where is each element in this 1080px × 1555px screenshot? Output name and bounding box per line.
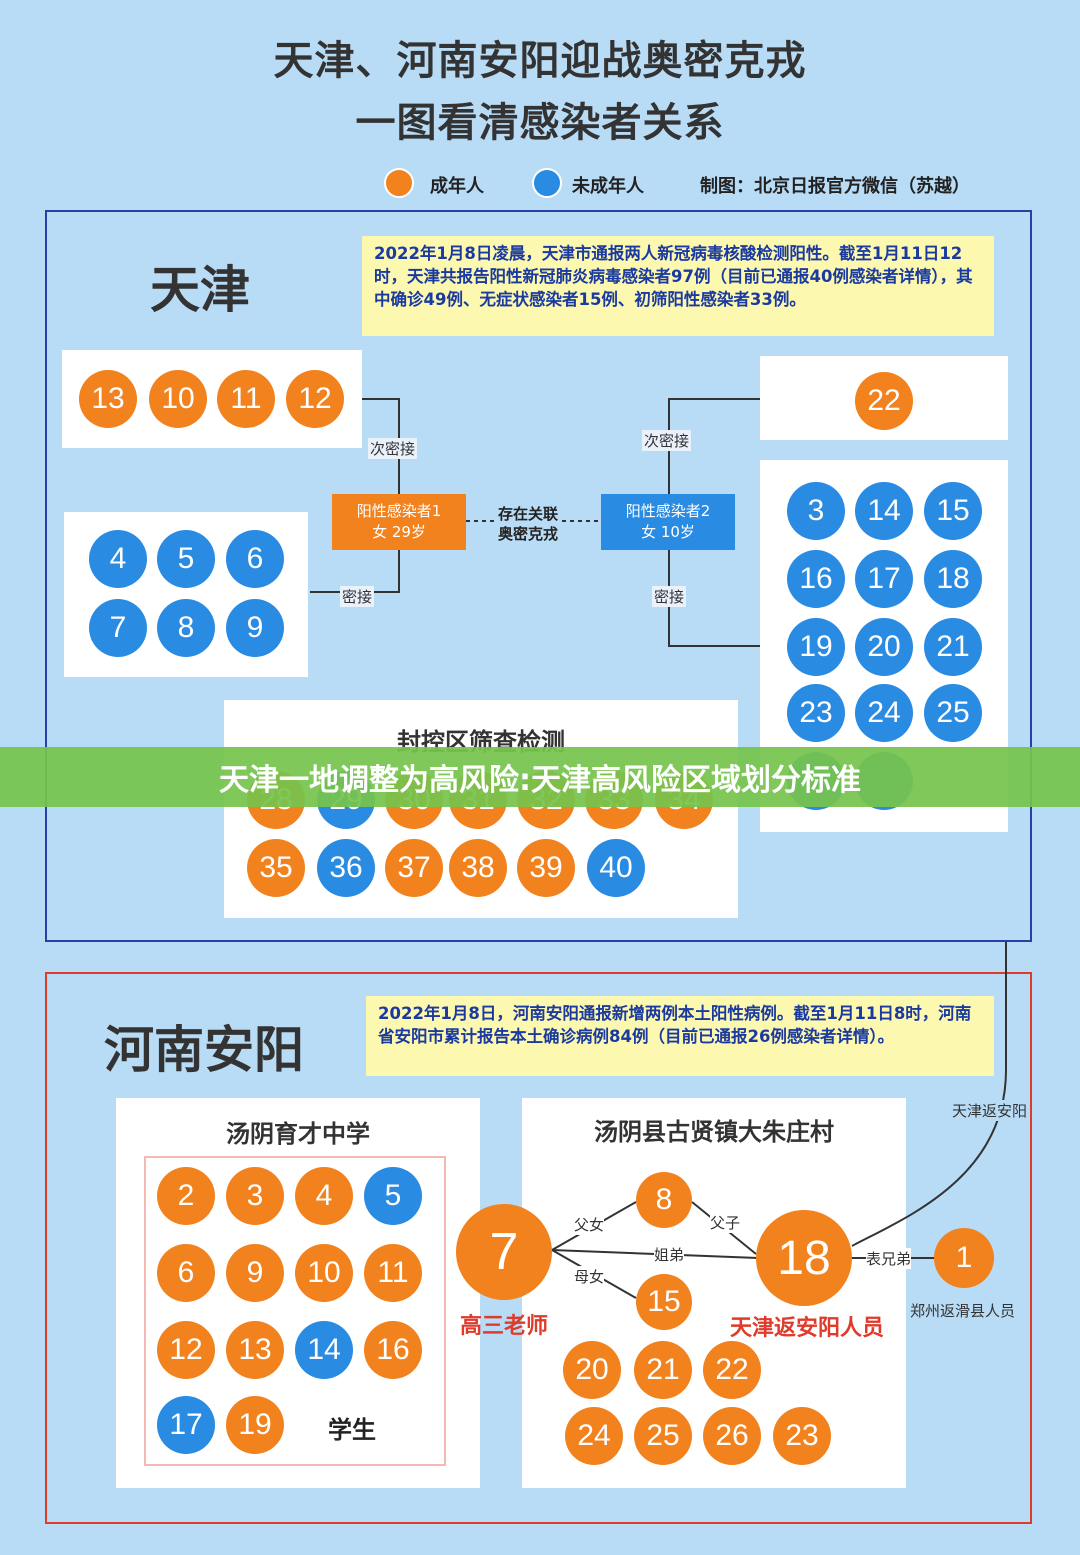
title-line-2: 一图看清感染者关系 <box>355 100 725 146</box>
tianjin-note: 2022年1月8日凌晨，天津市通报两人新冠病毒核酸检测阳性。截至1月11日12时… <box>362 236 994 336</box>
patient-1-box: 阳性感染者1 女 29岁 <box>332 494 466 550</box>
anyang-frame <box>45 972 1032 1524</box>
anyang-note: 2022年1月8日，河南安阳通报新增两例本土阳性病例。截至1月11日8时，河南省… <box>366 996 994 1076</box>
screening-row-2-case-circle: 38 <box>449 839 507 897</box>
tianjin-group-d-case-circle: 17 <box>855 550 913 608</box>
tianjin-group-d-case-circle: 16 <box>787 550 845 608</box>
case-1-label: 郑州返滑县人员 <box>910 1302 1016 1320</box>
school-student-case-circle: 13 <box>226 1321 284 1379</box>
anyang-region-title: 河南安阳 <box>104 1021 304 1079</box>
screening-row-2-case-circle: 36 <box>317 839 375 897</box>
school-student-case-circle: 5 <box>364 1167 422 1225</box>
case-18-label: 天津返安阳人员 <box>730 1316 885 1341</box>
school-student-case-circle: 9 <box>226 1244 284 1302</box>
rel-label-father-son: 父子 <box>710 1212 741 1233</box>
tianjin-group-d-case-circle: 24 <box>855 684 913 742</box>
screening-row-2-case-circle: 37 <box>385 839 443 897</box>
tianjin-group-b-case-circle: 8 <box>157 599 215 657</box>
village-resident-case-circle: 21 <box>634 1341 692 1399</box>
tianjin-region-title: 天津 <box>150 261 250 319</box>
minor-legend-swatch <box>532 168 562 198</box>
title-line-1: 天津、河南安阳迎战奥密克戎 <box>273 38 807 84</box>
school-student-case-circle: 4 <box>295 1167 353 1225</box>
school-student-case-circle: 2 <box>157 1167 215 1225</box>
tianjin-group-b-case-circle: 4 <box>89 530 147 588</box>
school-student-case-circle: 12 <box>157 1321 215 1379</box>
school-student-case-circle: 6 <box>157 1244 215 1302</box>
secondary-contact-label-right: 次密接 <box>642 430 692 451</box>
school-student-case-circle: 11 <box>364 1244 422 1302</box>
tianjin-group-d-case-circle: 23 <box>787 684 845 742</box>
rel-label-siblings: 姐弟 <box>654 1244 685 1265</box>
school-student-case-circle: 16 <box>364 1321 422 1379</box>
tianjin-return-curve <box>851 942 1007 1247</box>
case-15-circle: 15 <box>636 1274 692 1330</box>
tianjin-group-a-case-circle: 11 <box>217 370 275 428</box>
tianjin-group-d-case-circle: 19 <box>787 618 845 676</box>
headline-banner[interactable]: 天津一地调整为高风险:天津高风险区域划分标准 <box>0 747 1080 807</box>
tianjin-group-d-case-circle: 15 <box>924 482 982 540</box>
adult-legend-label: 成年人 <box>430 176 484 197</box>
village-resident-case-circle: 20 <box>563 1341 621 1399</box>
tianjin-group-d-case-circle: 21 <box>924 618 982 676</box>
village-title: 汤阴县古贤镇大朱庄村 <box>594 1118 834 1146</box>
patient-1-line-2: 女 29岁 <box>372 523 426 541</box>
case-7-label: 高三老师 <box>460 1314 549 1339</box>
tianjin-group-d-case-circle: 20 <box>855 618 913 676</box>
rel-label-cousins: 表兄弟 <box>866 1248 912 1269</box>
tianjin-group-a-case-circle: 12 <box>286 370 344 428</box>
tianjin-group-b-case-circle: 7 <box>89 599 147 657</box>
case-18-circle: 18 <box>756 1210 852 1306</box>
link-label-line-2: 奥密克戎 <box>498 525 559 543</box>
school-student-case-circle: 14 <box>295 1321 353 1379</box>
village-resident-case-circle: 26 <box>703 1407 761 1465</box>
patient-2-box: 阳性感染者2 女 10岁 <box>601 494 735 550</box>
tianjin-group-c-case-circle: 22 <box>855 372 913 430</box>
case-1-circle: 1 <box>934 1228 994 1288</box>
school-student-case-circle: 17 <box>157 1396 215 1454</box>
village-resident-case-circle: 25 <box>634 1407 692 1465</box>
tianjin-group-d-case-circle: 14 <box>855 482 913 540</box>
link-label-line-1: 存在关联 <box>498 505 559 523</box>
case-8-circle: 8 <box>636 1172 692 1228</box>
credit-label: 制图：北京日报官方微信（苏越） <box>700 176 970 197</box>
secondary-contact-label-left: 次密接 <box>368 438 418 459</box>
village-resident-case-circle: 23 <box>773 1407 831 1465</box>
village-resident-case-circle: 22 <box>703 1341 761 1399</box>
school-student-case-circle: 10 <box>295 1244 353 1302</box>
tianjin-group-d-case-circle: 3 <box>787 482 845 540</box>
case-7-circle: 7 <box>456 1204 552 1300</box>
rel-label-mother-daughter: 母女 <box>574 1266 605 1287</box>
patient-2-line-2: 女 10岁 <box>641 523 695 541</box>
school-title: 汤阴育才中学 <box>226 1120 370 1148</box>
tianjin-frame <box>45 210 1032 942</box>
link-label: 存在关联 奥密克戎 <box>498 504 559 544</box>
tianjin-group-d-case-circle: 18 <box>924 550 982 608</box>
screening-row-2-case-circle: 35 <box>247 839 305 897</box>
headline-banner-text[interactable]: 天津一地调整为高风险:天津高风险区域划分标准 <box>219 763 861 798</box>
patient-1-line-1: 阳性感染者1 <box>356 502 442 520</box>
students-label: 学生 <box>328 1416 376 1444</box>
adult-legend-swatch <box>384 168 414 198</box>
tianjin-group-b-case-circle: 6 <box>226 530 284 588</box>
close-contact-label-left: 密接 <box>340 586 375 607</box>
school-student-case-circle: 19 <box>226 1396 284 1454</box>
village-resident-case-circle: 24 <box>565 1407 623 1465</box>
rel-label-father-daughter: 父女 <box>574 1214 605 1235</box>
screening-row-2-case-circle: 39 <box>517 839 575 897</box>
students-box <box>144 1156 446 1466</box>
minor-legend-label: 未成年人 <box>572 176 644 197</box>
patient-2-line-1: 阳性感染者2 <box>625 502 711 520</box>
tianjin-group-a-case-circle: 10 <box>149 370 207 428</box>
tianjin-group-d-case-circle: 25 <box>924 684 982 742</box>
screening-row-2-case-circle: 40 <box>587 839 645 897</box>
tianjin-group-b-case-circle: 5 <box>157 530 215 588</box>
tianjin-group-a-case-circle: 13 <box>79 370 137 428</box>
tianjin-group-b-case-circle: 9 <box>226 599 284 657</box>
school-student-case-circle: 3 <box>226 1167 284 1225</box>
rel-label-tianjin-return: 天津返安阳 <box>952 1100 1028 1121</box>
close-contact-label-right: 密接 <box>652 586 687 607</box>
